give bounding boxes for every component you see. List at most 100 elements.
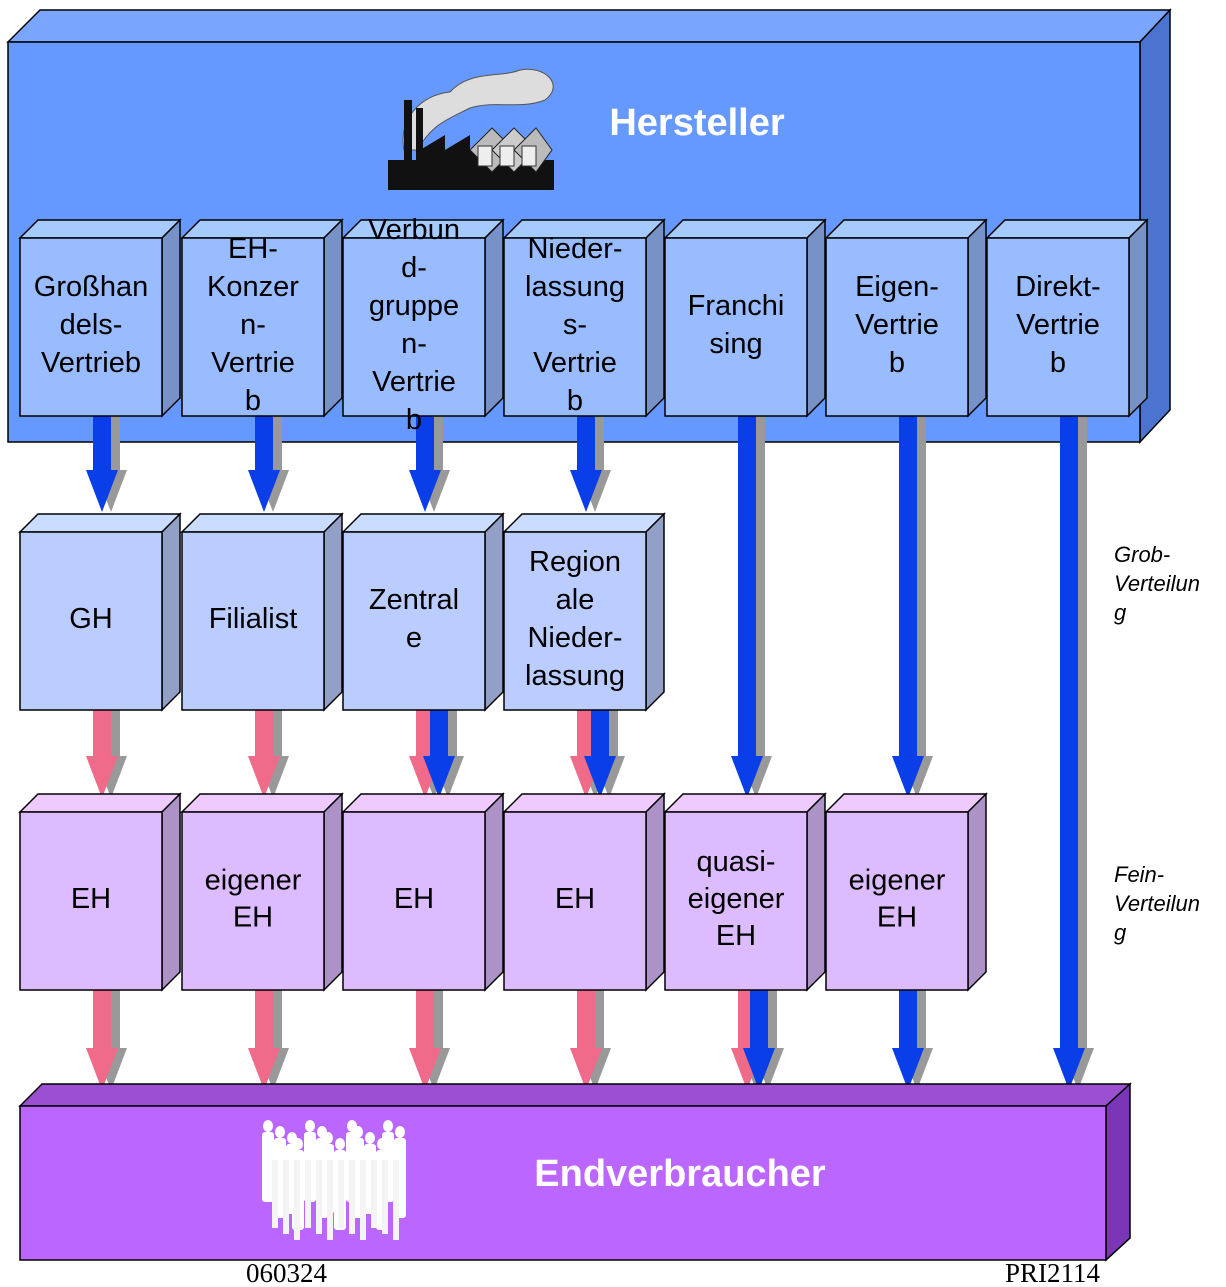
factory-icon <box>388 68 554 190</box>
side-grob-line: Grob- <box>1114 542 1170 567</box>
top-box-label-verbund-line: b <box>406 404 422 436</box>
hersteller-top-face <box>6 9 1172 43</box>
mid-box-grosshandel-top-face <box>18 513 182 533</box>
mid-box-niederlassung-front-face <box>503 531 647 711</box>
side-fein-line: Fein- <box>1114 862 1164 887</box>
mid-box-grosshandel-front-face <box>19 531 163 711</box>
top-box-label-franchising-line: sing <box>709 328 762 360</box>
side-fein-line: g <box>1114 920 1127 945</box>
top-box-label-eigen-line: b <box>889 347 905 379</box>
bottom-box-niederlassung: EH <box>502 792 666 992</box>
arrow-eh-konzern-to-eh-body <box>248 708 280 798</box>
top-box-eh-konzern-side-face <box>323 218 343 418</box>
bottom-box-eh-konzern-top-face <box>180 793 344 813</box>
bottom-box-verbund-side-face <box>484 792 504 992</box>
crowd-icon <box>262 1120 406 1240</box>
mid-box-eh-konzern-front-face <box>181 531 325 711</box>
top-box-grosshandel-side-face <box>161 218 181 418</box>
arrow-grosshandel-eh-to-endverbraucher-body <box>86 990 118 1090</box>
arrow-verbund-to-mid <box>409 412 450 512</box>
arrow-verbund-to-eh-blue-body <box>423 708 455 798</box>
bottom-box-label-eigen-line: eigener <box>849 865 946 897</box>
crowd-head <box>365 1132 375 1144</box>
mid-box-label-niederlassung-line: Nieder- <box>527 622 622 654</box>
bottom-box-niederlassung-top-face <box>502 793 666 813</box>
footer-right-code: PRI2114 <box>1005 1258 1101 1287</box>
side-grob-line: g <box>1114 600 1127 625</box>
crowd-body <box>382 1160 388 1234</box>
bottom-box-franchising-front-face <box>664 811 808 991</box>
top-box-label-niederlassung-line: lassung <box>525 271 625 303</box>
top-box-franchising-side-face <box>806 218 826 418</box>
top-box-label-franchising: Franchi sing <box>688 290 785 360</box>
bottom-box-label-eh-konzern-line: eigener <box>205 865 302 897</box>
arrow-niederlassung-to-eh-blue-body <box>584 708 616 798</box>
top-box-label-niederlassung-line: b <box>567 385 583 417</box>
top-box-label-eh-konzern-line: Konzer <box>207 271 299 303</box>
top-box-label-niederlassung-line: Vertrie <box>533 347 617 379</box>
bottom-box-grosshandel: EH <box>18 792 182 992</box>
top-box-direkt-top-face <box>985 219 1149 239</box>
crowd-body <box>272 1160 278 1228</box>
arrow-grosshandel-eh-to-endverbraucher <box>86 990 127 1090</box>
crowd-body <box>294 1160 300 1240</box>
top-box-direkt-side-face <box>1128 218 1148 418</box>
bottom-box-label-franchising-line: quasi- <box>697 846 776 878</box>
bottom-box-grosshandel-top-face <box>18 793 182 813</box>
mid-box-verbund-side-face <box>484 512 504 712</box>
arrow-niederlassung-eh-to-endverbraucher-body <box>570 990 602 1090</box>
mid-box-eh-konzern-top-face <box>180 513 344 533</box>
arrow-eh-konzern-to-eh <box>248 708 289 798</box>
endverbraucher-side-face <box>1105 1082 1131 1262</box>
bottom-box-label-niederlassung-line: EH <box>555 883 595 915</box>
bottom-box-label-eh-konzern-line: EH <box>233 902 273 934</box>
crowd-head <box>263 1120 273 1132</box>
bottom-box-label-eigen-line: EH <box>877 902 917 934</box>
bottom-box-eigen-side-face <box>967 792 987 992</box>
top-box-label-grosshandel-line: Vertrieb <box>41 347 141 379</box>
bottom-box-eigen-front-face <box>825 811 969 991</box>
bottom-box-label-verbund-line: EH <box>394 883 434 915</box>
crowd-head <box>383 1120 393 1132</box>
bottom-box-eh-konzern-side-face <box>323 792 343 992</box>
crowd-body <box>393 1160 399 1240</box>
top-box-label-direkt-line: Vertrie <box>1016 309 1100 341</box>
mid-box-label-niederlassung-line: lassung <box>525 660 625 692</box>
crowd-body <box>316 1160 322 1234</box>
top-box-eh-konzern-front-face <box>181 237 325 417</box>
crowd-head <box>293 1138 303 1150</box>
top-box-label-direkt-line: Direkt- <box>1015 271 1100 303</box>
arrow-eh-konzern-eh-to-endverbraucher <box>248 990 289 1090</box>
arrow-franchising-to-eh <box>731 412 772 798</box>
top-box-label-eh-konzern-line: EH- <box>228 233 278 265</box>
bottom-box-label-franchising-line: EH <box>716 920 756 952</box>
mid-box-verbund-top-face <box>341 513 505 533</box>
bottom-box-grosshandel-side-face <box>161 792 181 992</box>
arrow-direkt-to-endverbraucher-body <box>1053 402 1085 1090</box>
bottom-box-verbund: EH <box>341 792 505 992</box>
mid-box-label-eh-konzern: Filialist <box>209 603 298 635</box>
bottom-box-label-franchising-line: eigener <box>688 883 785 915</box>
top-box-niederlassung-front-face <box>503 237 647 417</box>
bottom-box-eh-konzern-front-face <box>181 811 325 991</box>
mid-box-label-eh-konzern-line: Filialist <box>209 603 298 635</box>
arrow-eh-konzern-to-mid-body <box>248 412 280 512</box>
endverbraucher-label: Endverbraucher <box>534 1153 826 1195</box>
top-box-label-franchising-line: Franchi <box>688 290 785 322</box>
arrow-niederlassung-to-mid-body <box>570 412 602 512</box>
top-box-grosshandel-top-face <box>18 219 182 239</box>
bottom-box-niederlassung-side-face <box>645 792 665 992</box>
top-box-label-grosshandel-line: dels- <box>60 309 123 341</box>
